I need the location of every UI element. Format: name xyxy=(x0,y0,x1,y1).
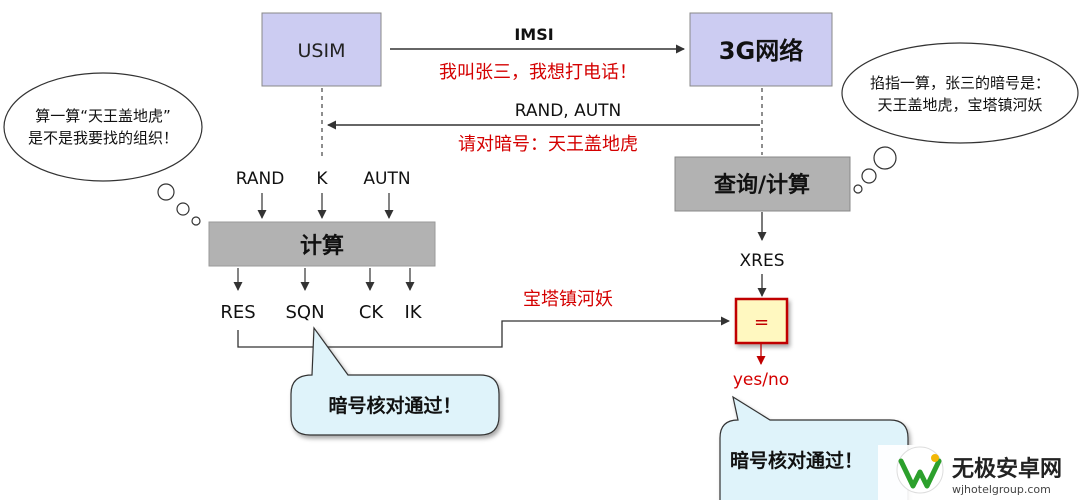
output-sqn: SQN xyxy=(285,302,324,323)
network-label: 3G网络 xyxy=(719,37,803,65)
response-caption: 宝塔镇河妖 xyxy=(523,289,613,310)
network-node: 3G网络 xyxy=(689,12,833,87)
right-callout xyxy=(719,395,909,500)
compare-node: = xyxy=(734,297,789,345)
output-res: RES xyxy=(220,302,255,323)
usim-node: USIM xyxy=(261,12,382,87)
compute-label: 计算 xyxy=(300,233,344,259)
right-thought-line1: 掐指一算，张三的暗号是： xyxy=(870,74,1050,92)
result-label: yes/no xyxy=(733,370,789,390)
lookup-node: 查询/计算 xyxy=(674,156,851,212)
input-k: K xyxy=(316,169,328,189)
brand-logo-icon xyxy=(896,446,944,494)
output-ik: IK xyxy=(404,302,422,323)
input-autn: AUTN xyxy=(363,169,410,189)
input-rand: RAND xyxy=(236,169,285,189)
lookup-label: 查询/计算 xyxy=(714,172,810,198)
output-ck: CK xyxy=(359,302,385,323)
left-thought-line2: 是不是我要找的组织！ xyxy=(28,129,178,147)
challenge-caption: 请对暗号：天王盖地虎 xyxy=(458,134,638,155)
compute-node: 计算 xyxy=(208,221,436,267)
watermark: 无极安卓网 wjhotelgroup.com xyxy=(878,445,1080,500)
watermark-name: 无极安卓网 xyxy=(952,456,1062,482)
left-callout xyxy=(290,326,500,436)
imsi-caption: 我叫张三，我想打电话！ xyxy=(439,62,637,83)
xres-label: XRES xyxy=(740,251,785,271)
imsi-label: IMSI xyxy=(514,25,553,44)
watermark-url: wjhotelgroup.com xyxy=(952,483,1051,496)
left-thought-bubble: 算一算“天王盖地虎” 是不是我要找的组织！ xyxy=(3,72,203,226)
res-to-compare-path xyxy=(237,316,730,348)
compare-symbol: = xyxy=(754,312,769,333)
usim-label: USIM xyxy=(298,40,346,62)
left-callout-text: 暗号核对通过！ xyxy=(328,394,461,417)
right-thought-bubble: 掐指一算，张三的暗号是： 天王盖地虎，宝塔镇河妖 xyxy=(841,42,1079,194)
right-thought-line2: 天王盖地虎，宝塔镇河妖 xyxy=(877,96,1042,114)
right-callout-text: 暗号核对通过！ xyxy=(730,449,863,472)
left-thought-line1: 算一算“天王盖地虎” xyxy=(35,107,171,125)
challenge-label: RAND, AUTN xyxy=(515,101,622,121)
